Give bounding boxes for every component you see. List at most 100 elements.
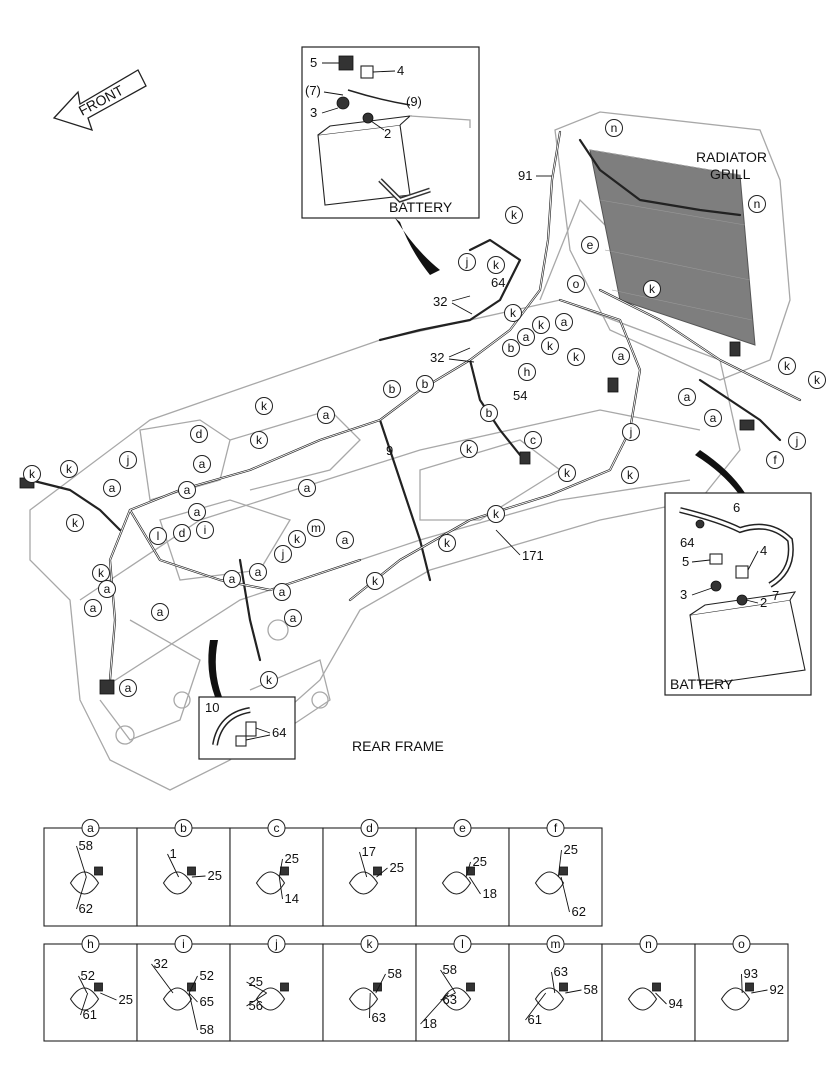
part-number-9: 9 bbox=[386, 443, 393, 458]
callout-letter: k bbox=[29, 467, 36, 481]
callout-k: k bbox=[532, 316, 550, 334]
leader-line bbox=[376, 867, 388, 878]
detail-part-number: 25 bbox=[285, 851, 299, 866]
detail-panel-letter: h bbox=[87, 937, 94, 951]
leader-line bbox=[167, 853, 180, 878]
callout-circle bbox=[567, 348, 585, 366]
detail-part-number: 1 bbox=[170, 846, 177, 861]
leader-line bbox=[191, 875, 206, 878]
callout-k: k bbox=[504, 304, 522, 322]
bolt-shape bbox=[466, 982, 475, 992]
callout-a: a bbox=[103, 479, 121, 497]
callout-k: k bbox=[366, 572, 384, 590]
callout-circle bbox=[438, 534, 456, 552]
callout-j: j bbox=[119, 451, 137, 469]
detail-part-number: 65 bbox=[200, 994, 214, 1009]
detail-panel-letter: k bbox=[367, 937, 374, 951]
callout-circle bbox=[273, 583, 291, 601]
callout-circle bbox=[487, 505, 505, 523]
callout-circle bbox=[605, 119, 623, 137]
clamp-shape bbox=[441, 987, 472, 1011]
detail-part-number: 61 bbox=[83, 1007, 97, 1022]
callout-letter: a bbox=[194, 505, 201, 519]
callout-circle bbox=[284, 609, 302, 627]
callout-letter: k bbox=[372, 574, 379, 588]
bolt-shape bbox=[187, 982, 196, 992]
callout-circle bbox=[151, 603, 169, 621]
callout-letter: a bbox=[109, 481, 116, 495]
callout-b: b bbox=[383, 380, 401, 398]
callout-letter: k bbox=[261, 399, 268, 413]
clamp-shape bbox=[255, 987, 286, 1011]
leader-line bbox=[76, 876, 87, 910]
clamp-shape bbox=[720, 987, 751, 1011]
callout-letter: f bbox=[773, 453, 777, 467]
callout-circle bbox=[704, 409, 722, 427]
callout-letter: j bbox=[629, 425, 633, 439]
callout-a: a bbox=[284, 609, 302, 627]
callout-j: j bbox=[458, 253, 476, 271]
callout-letter: k bbox=[266, 673, 273, 687]
callout-circle bbox=[178, 481, 196, 499]
callout-letter: d bbox=[196, 427, 203, 441]
battery-top-num-2: 2 bbox=[384, 126, 391, 141]
callout-k: k bbox=[23, 465, 41, 483]
callout-letter: j bbox=[795, 434, 799, 448]
front-direction-arrow: FRONT bbox=[52, 69, 147, 132]
detail-part-number: 94 bbox=[669, 996, 683, 1011]
callout-letter: j bbox=[281, 547, 285, 561]
callout-circle bbox=[255, 397, 273, 415]
callout-circle bbox=[643, 280, 661, 298]
detail-panel-letter-circle bbox=[267, 935, 286, 953]
detail-panel-letter-circle bbox=[639, 935, 658, 953]
bolt-shape bbox=[373, 866, 382, 876]
detail-part-number: 25 bbox=[249, 974, 263, 989]
callout-circle bbox=[193, 455, 211, 473]
clamp-shape bbox=[69, 987, 100, 1011]
battery-top-num-7: (7) bbox=[305, 83, 321, 98]
callout-letter: d bbox=[179, 526, 186, 540]
callout-circle bbox=[778, 357, 796, 375]
detail-part-number: 61 bbox=[528, 1012, 542, 1027]
battery-top-num-4: 4 bbox=[397, 63, 404, 78]
callout-n: n bbox=[605, 119, 623, 137]
callout-circle bbox=[274, 545, 292, 563]
detail-part-number: 62 bbox=[79, 901, 93, 916]
callout-letter: a bbox=[255, 565, 262, 579]
detail-panel-letter: i bbox=[182, 937, 185, 951]
callout-a: a bbox=[119, 679, 137, 697]
clamp-shape bbox=[255, 871, 286, 895]
callout-circle bbox=[307, 519, 325, 537]
callout-letter: j bbox=[465, 255, 469, 269]
callout-letter: a bbox=[125, 681, 132, 695]
bolt-shape bbox=[280, 866, 289, 876]
leader-line bbox=[565, 989, 582, 994]
callout-a: a bbox=[188, 503, 206, 521]
callout-letter: k bbox=[256, 433, 263, 447]
callout-k: k bbox=[250, 431, 268, 449]
leader-line bbox=[557, 849, 562, 878]
battery-right-num-2: 2 bbox=[760, 595, 767, 610]
leader-line bbox=[188, 992, 198, 1031]
clamp-shape bbox=[348, 871, 379, 895]
detail-panel-letter: j bbox=[274, 937, 278, 951]
callout-letter: b bbox=[422, 377, 429, 391]
bolt-shape bbox=[559, 982, 568, 992]
leader-line bbox=[78, 975, 88, 994]
callout-d: d bbox=[173, 524, 191, 542]
callout-circle bbox=[558, 464, 576, 482]
callout-circle bbox=[788, 432, 806, 450]
callout-a: a bbox=[193, 455, 211, 473]
leader-line bbox=[100, 992, 117, 1001]
callout-circle bbox=[567, 275, 585, 293]
callout-circle bbox=[524, 431, 542, 449]
callout-letter: m bbox=[311, 521, 321, 535]
leader-line bbox=[80, 992, 89, 1016]
callout-letter: l bbox=[157, 529, 160, 543]
